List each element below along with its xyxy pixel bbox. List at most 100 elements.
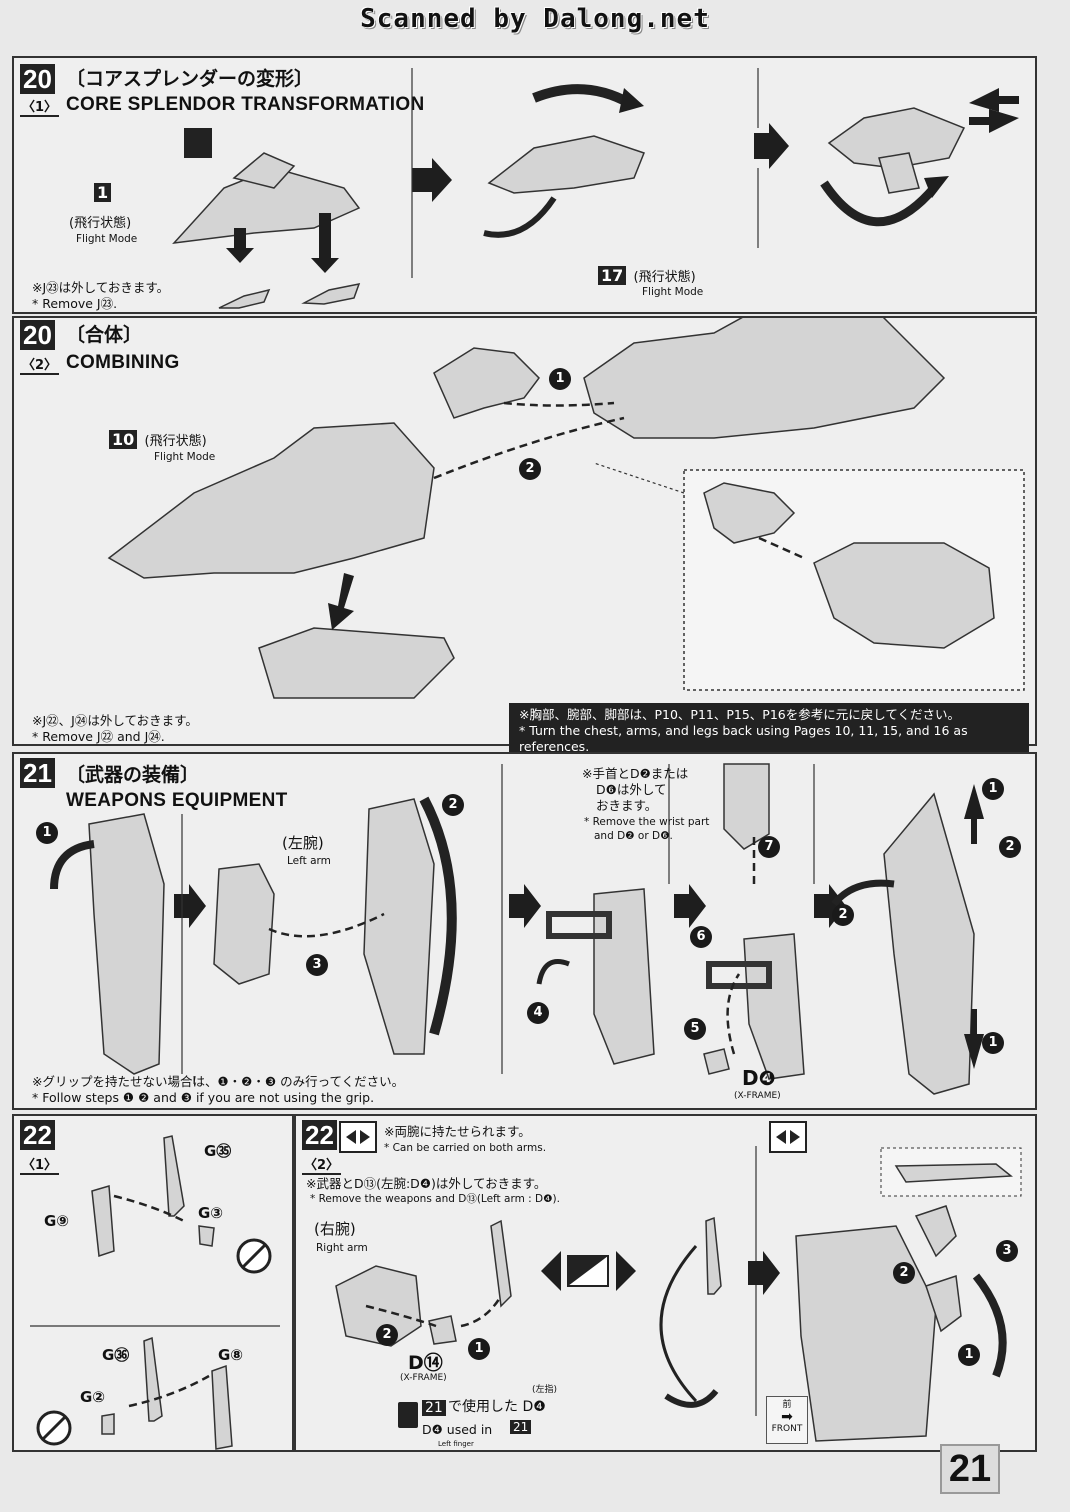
step-circle-3: 3: [306, 954, 328, 976]
reference-note-en: * Turn the chest, arms, and legs back us…: [519, 723, 968, 754]
panel-step22-2: 22 〈2〉 ※両腕に持たせられます。 * Can be carried on …: [294, 1114, 1037, 1452]
ref-step-number-en: 21: [510, 1420, 532, 1434]
step-title-en: COMBINING: [66, 352, 180, 373]
remove-note-en: * Remove J㉓.: [32, 296, 118, 311]
step-circle-1b: 1: [982, 778, 1004, 800]
panel-step21: 21 〔武器の装備〕 WEAPONS EQUIPMENT: [12, 752, 1037, 1110]
left-arm-en: Left arm: [287, 855, 331, 867]
wrist-note-jp-3: おきます。: [596, 798, 658, 813]
step-circle-1: 1: [468, 1338, 490, 1360]
combining-illustrations: [107, 318, 1025, 699]
substep-label: 〈1〉: [20, 1154, 60, 1175]
reference-note: ※胸部、腕部、脚部は、P10、P11、P15、P16を参考に元に戻してください。…: [509, 703, 1029, 759]
part-10-tag: 10 (飛行状態): [109, 430, 207, 449]
left-arm-jp: (左腕): [282, 834, 324, 852]
grip-note-jp: ※グリップを持たせない場合は、❶・❷・❸ のみ行ってください。: [32, 1074, 405, 1089]
step-circle-2b: 2: [893, 1262, 915, 1284]
part-10-mode-en: Flight Mode: [154, 451, 216, 463]
part-10-number: 10: [109, 430, 138, 449]
part-10-mode-jp: (飛行状態): [144, 434, 207, 449]
step-number: 22: [20, 1120, 55, 1150]
d4-used-jp: で使用した D❹: [448, 1399, 546, 1415]
step-title-jp: 〔合体〕: [66, 324, 143, 346]
both-arms-note-jp: ※両腕に持たせられます。: [384, 1124, 531, 1139]
front-label-en: FRONT: [771, 1424, 803, 1434]
step-title-en: WEAPONS EQUIPMENT: [66, 790, 288, 811]
step-circle-2: 2: [376, 1324, 398, 1346]
step-number: 20: [20, 320, 55, 350]
g9-label: G⑨: [44, 1212, 70, 1230]
step-title-jp: 〔武器の装備〕: [66, 764, 200, 786]
wrist-note-jp-2: D❻は外して: [596, 782, 667, 797]
substep-label: 〈1〉: [20, 96, 60, 117]
flight-mode-en: Flight Mode: [76, 233, 138, 245]
reference-note-jp: ※胸部、腕部、脚部は、P10、P11、P15、P16を参考に元に戻してください。: [519, 707, 960, 722]
part-17-number: 17: [598, 266, 627, 285]
step-circle-6: 6: [690, 926, 712, 948]
flight-mode-jp: (飛行状態): [69, 216, 132, 231]
step-circle-2: 2: [442, 794, 464, 816]
front-indicator: 前 ➡ FRONT: [766, 1396, 808, 1444]
step-number: 21: [20, 758, 55, 788]
right-arm-en: Right arm: [316, 1242, 368, 1254]
front-arrow-icon: ➡: [781, 1409, 793, 1425]
d4-used-en: D❹ used in: [422, 1422, 493, 1437]
wrist-note-en-2: and D❷ or D❻.: [594, 830, 673, 842]
part-17-mode-en: Flight Mode: [642, 286, 704, 298]
remove-note-en: * Remove J㉒ and J㉔.: [32, 729, 165, 744]
part-17-mode-jp: (飛行状態): [633, 270, 696, 285]
left-finger-jp: (左指): [532, 1385, 558, 1395]
step-number: 20: [20, 64, 55, 94]
front-label-jp: 前: [782, 1400, 792, 1410]
step-title-jp: 〔コアスプレンダーの変形〕: [66, 68, 314, 90]
remove-note-jp: ※J㉒、J㉔は外しておきます。: [32, 713, 198, 728]
lr-icon: [398, 1402, 418, 1428]
step-circle-7: 7: [758, 836, 780, 858]
wrist-note-en-1: * Remove the wrist part: [584, 816, 710, 828]
page-number: 21: [940, 1444, 1000, 1494]
knife-illustrations: [30, 1135, 280, 1450]
weapons-illustrations: [50, 763, 984, 1095]
d4-xframe-label: (X-FRAME): [734, 1091, 781, 1101]
step-circle-1: 1: [36, 822, 58, 844]
panel-step20-2: 20 〔合体〕 〈2〉 COMBINING 1 2 10 (飛行状態) Flig…: [12, 316, 1037, 759]
ref-step-number: 21: [422, 1400, 446, 1416]
d4-label: D❹: [742, 1066, 776, 1090]
scan-watermark: Scanned by Dalong.net: [360, 4, 710, 34]
step-number: 22: [302, 1120, 337, 1150]
right-arm-illustrations: [335, 1121, 1022, 1442]
step-circle-1b: 1: [958, 1344, 980, 1366]
part-tag-1: 1: [94, 183, 113, 202]
step-circle-2: 2: [519, 458, 541, 480]
panel-step22-1: 22 〈1〉 G㉟ G⑨ G③ G㊱ G⑧ G②: [12, 1114, 294, 1452]
d4-usage-box: 21 で使用した D❹ (左指) D❹ used in 21 Left fing…: [398, 1385, 578, 1448]
step-title-en: CORE SPLENDOR TRANSFORMATION: [66, 94, 425, 115]
step-circle-4: 4: [527, 1002, 549, 1024]
d14-label: D⑭: [408, 1352, 443, 1374]
both-arms-note-en: * Can be carried on both arms.: [384, 1142, 547, 1154]
panel-step20-1: 20 〔コアスプレンダーの変形〕 〈1〉 CORE SPLENDOR TRANS…: [12, 56, 1037, 314]
right-arm-jp: (右腕): [314, 1220, 356, 1238]
step-circle-2b: 2: [832, 904, 854, 926]
grip-note-en: * Follow steps ❶ ❷ and ❸ if you are not …: [32, 1090, 375, 1105]
step-circle-1c: 1: [982, 1032, 1004, 1054]
g2-label: G②: [80, 1388, 106, 1406]
step-circle-1: 1: [549, 368, 571, 390]
d14-xframe-label: (X-FRAME): [400, 1373, 447, 1383]
remove-note-jp: ※武器とD⑬(左腕:D❹)は外しておきます。: [306, 1176, 547, 1191]
left-finger-en: Left finger: [438, 1440, 474, 1448]
part-17-label: 17 (飛行状態): [598, 266, 696, 285]
substep-label: 〈2〉: [20, 354, 60, 375]
g35-label: G㉟: [204, 1142, 232, 1160]
step-circle-2c: 2: [999, 836, 1021, 858]
g36-label: G㊱: [102, 1346, 130, 1364]
g8-label: G⑧: [218, 1346, 244, 1364]
remove-note-en: * Remove the weapons and D⑬(Left arm : D…: [310, 1193, 560, 1205]
remove-note-jp: ※J㉓は外しておきます。: [32, 280, 170, 295]
substep-label: 〈2〉: [302, 1154, 342, 1175]
step-circle-5: 5: [684, 1018, 706, 1040]
part-number: 1: [94, 183, 112, 202]
wrist-note-jp-1: ※手首とD❷または: [582, 766, 689, 781]
g3-label: G③: [198, 1204, 224, 1222]
step-circle-3: 3: [996, 1240, 1018, 1262]
